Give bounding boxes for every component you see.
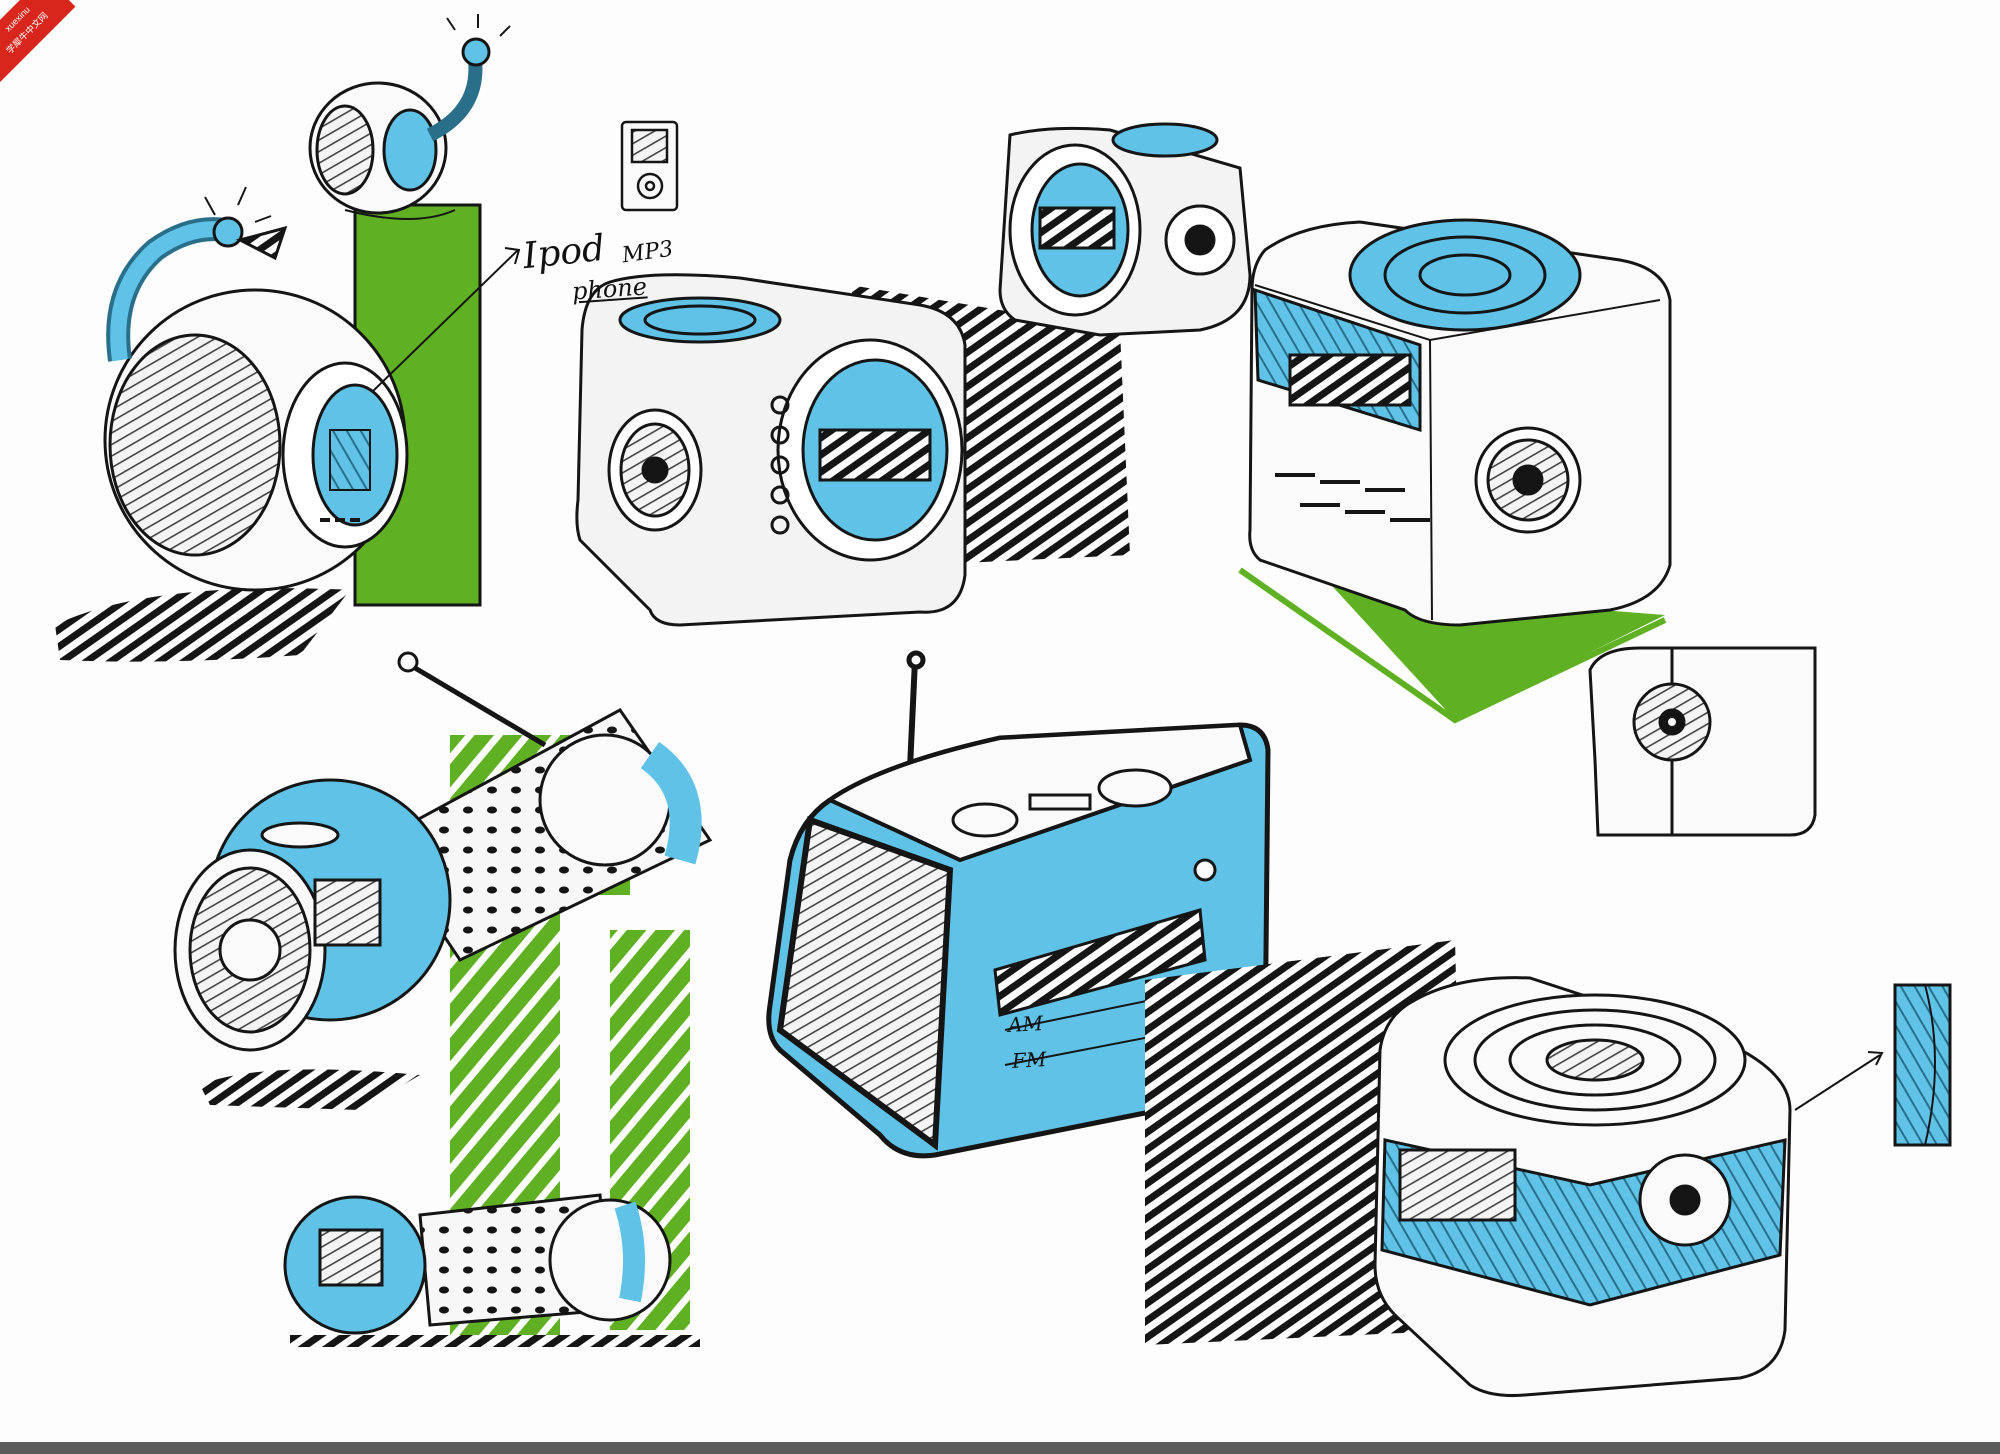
ipod-icon [620, 120, 679, 212]
radio-label-fm: FM [1011, 1047, 1047, 1073]
antenna-icon [907, 659, 918, 769]
speaker-grille-icon [1668, 718, 1676, 726]
arrow-icon [371, 247, 521, 393]
sketch-panel-detail [1588, 646, 1817, 837]
sketch-round-speaker [55, 14, 511, 662]
annotation-ipod: Ipod [521, 227, 607, 278]
scan-edge [0, 1442, 2000, 1454]
sketch-mini-capsule [283, 1193, 700, 1347]
sketch-box-speaker [575, 122, 1252, 627]
radio-label-am: AM [1007, 1011, 1044, 1037]
sketch-rounded-cube [1145, 940, 1952, 1397]
sketch-radio [766, 650, 1271, 1159]
watermark-corner: xuexinu 学犀牛中文网 [0, 0, 110, 110]
annotation-phone: phone [571, 272, 648, 306]
sketch-cube-speaker [1238, 218, 1672, 724]
